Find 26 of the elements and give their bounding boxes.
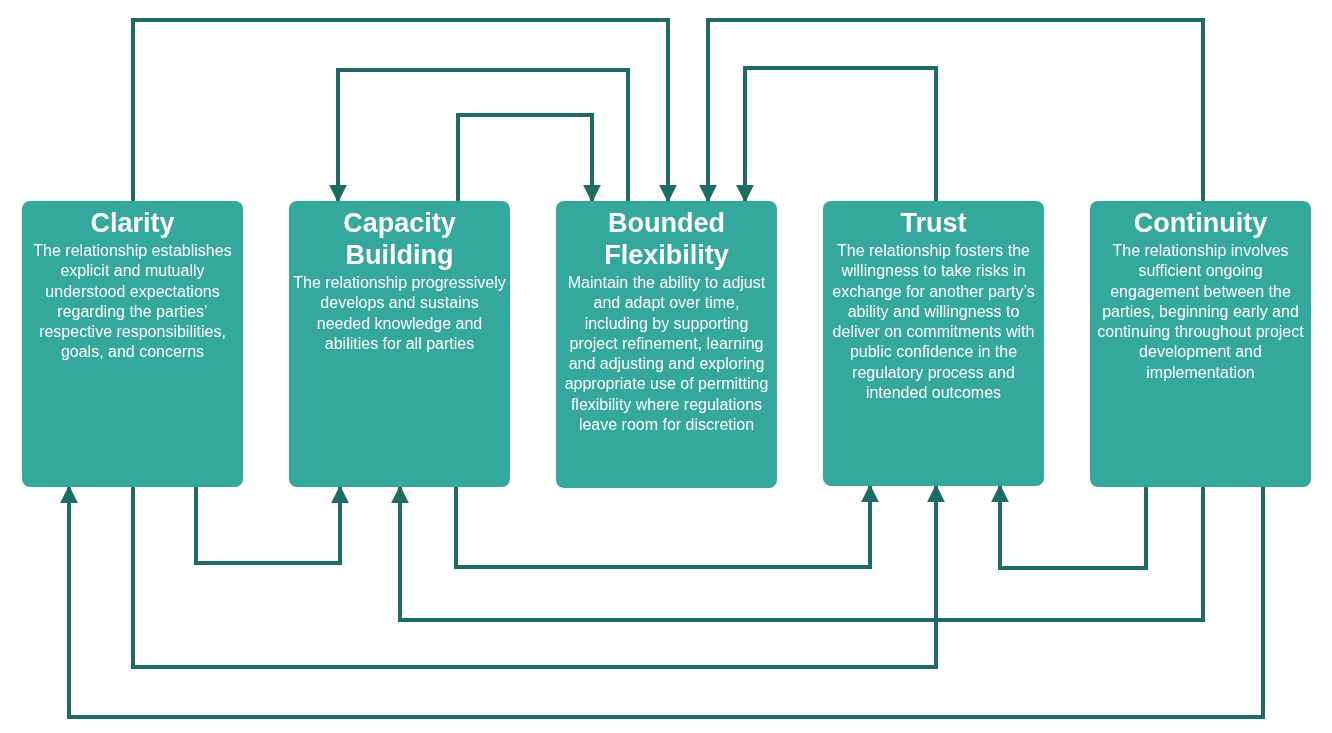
arrow (391, 485, 1205, 622)
arrow (60, 485, 1265, 719)
box-description: The relationship establishes explicit and mutually understood expectations regarding the parties’ respective responsibilities, goals, and concerns (32, 241, 233, 363)
arrow (329, 68, 630, 203)
arrow (991, 484, 1148, 570)
arrow (699, 18, 1205, 203)
arrow (454, 484, 879, 569)
arrow (131, 484, 945, 669)
box-description: The relationship progressively develops and sustains needed knowledge and abilities for all parties (293, 273, 506, 354)
process-box (556, 201, 777, 488)
box-title: Bounded Flexibility (603, 207, 730, 271)
arrow (456, 113, 601, 203)
process-box (22, 201, 243, 487)
box-title: Trust (899, 207, 968, 239)
arrow (131, 18, 677, 203)
process-box (1090, 201, 1311, 487)
arrow (736, 66, 938, 203)
process-box (823, 201, 1044, 486)
arrow (194, 485, 349, 565)
box-description: The relationship fosters the willingness to take risks in exchange for another party’s ability and willingness to deliver on commitments with public confidence in the regulatory process and intended outcomes (831, 241, 1036, 404)
process-box (289, 201, 510, 487)
box-title: Clarity (89, 207, 176, 239)
box-description: Maintain the ability to adjust and adapt over time, including by supporting project refinement, learning and adjusting and exploring appropriate use of permitting flexibility where regulations leave room for discretion (563, 273, 770, 436)
box-title: Continuity (1132, 207, 1269, 239)
box-title: Capacity Building (342, 207, 457, 271)
box-description: The relationship involves sufficient ongoing engagement between the parties, beginning early and continuing throughout project development and implementation (1096, 241, 1305, 383)
